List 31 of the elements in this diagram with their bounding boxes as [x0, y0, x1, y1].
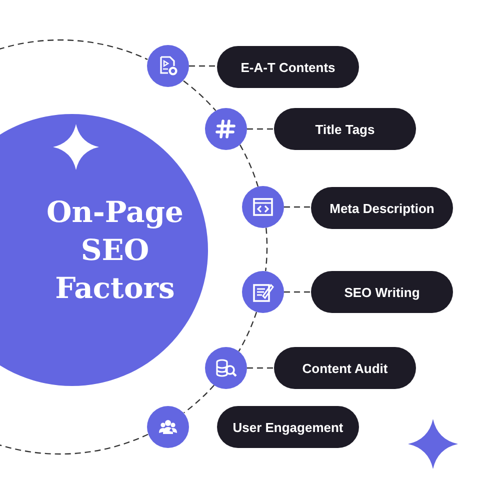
- label-pill: [274, 347, 416, 389]
- label-pill: [311, 271, 453, 313]
- connector-line: [247, 128, 274, 130]
- label-pill: [217, 46, 359, 88]
- icon-circle: [205, 347, 247, 389]
- label-pill: [274, 108, 416, 150]
- label-text: User Engagement: [232, 420, 344, 434]
- label-text: Meta Description: [330, 200, 434, 216]
- icon-circle: [147, 45, 189, 87]
- connector-line: [0, 39, 148, 60]
- title-text: On-Page SEO Factors: [46, 194, 184, 307]
- connector-line: [183, 80, 216, 111]
- icon-circle: [147, 406, 189, 448]
- connector-line: [265, 228, 268, 272]
- connector-line: [239, 144, 259, 187]
- label-text: Content Audit: [302, 360, 388, 376]
- connector-line: [238, 312, 258, 352]
- connector-line: [284, 291, 311, 293]
- label-text: Title Tags: [315, 122, 375, 136]
- label-text: SEO Writing: [344, 284, 420, 300]
- label-text: E-A-T Contents: [240, 60, 336, 74]
- connector-line: [189, 65, 217, 67]
- connector-line: [284, 206, 311, 208]
- label-pill: [311, 187, 453, 229]
- connector-line: [0, 434, 148, 455]
- connector-line: [184, 384, 214, 414]
- icon-circle: [242, 186, 284, 228]
- icon-circle: [205, 108, 247, 150]
- label-pill: [217, 406, 359, 448]
- icon-circle: [242, 271, 284, 313]
- connector-line: [247, 367, 274, 369]
